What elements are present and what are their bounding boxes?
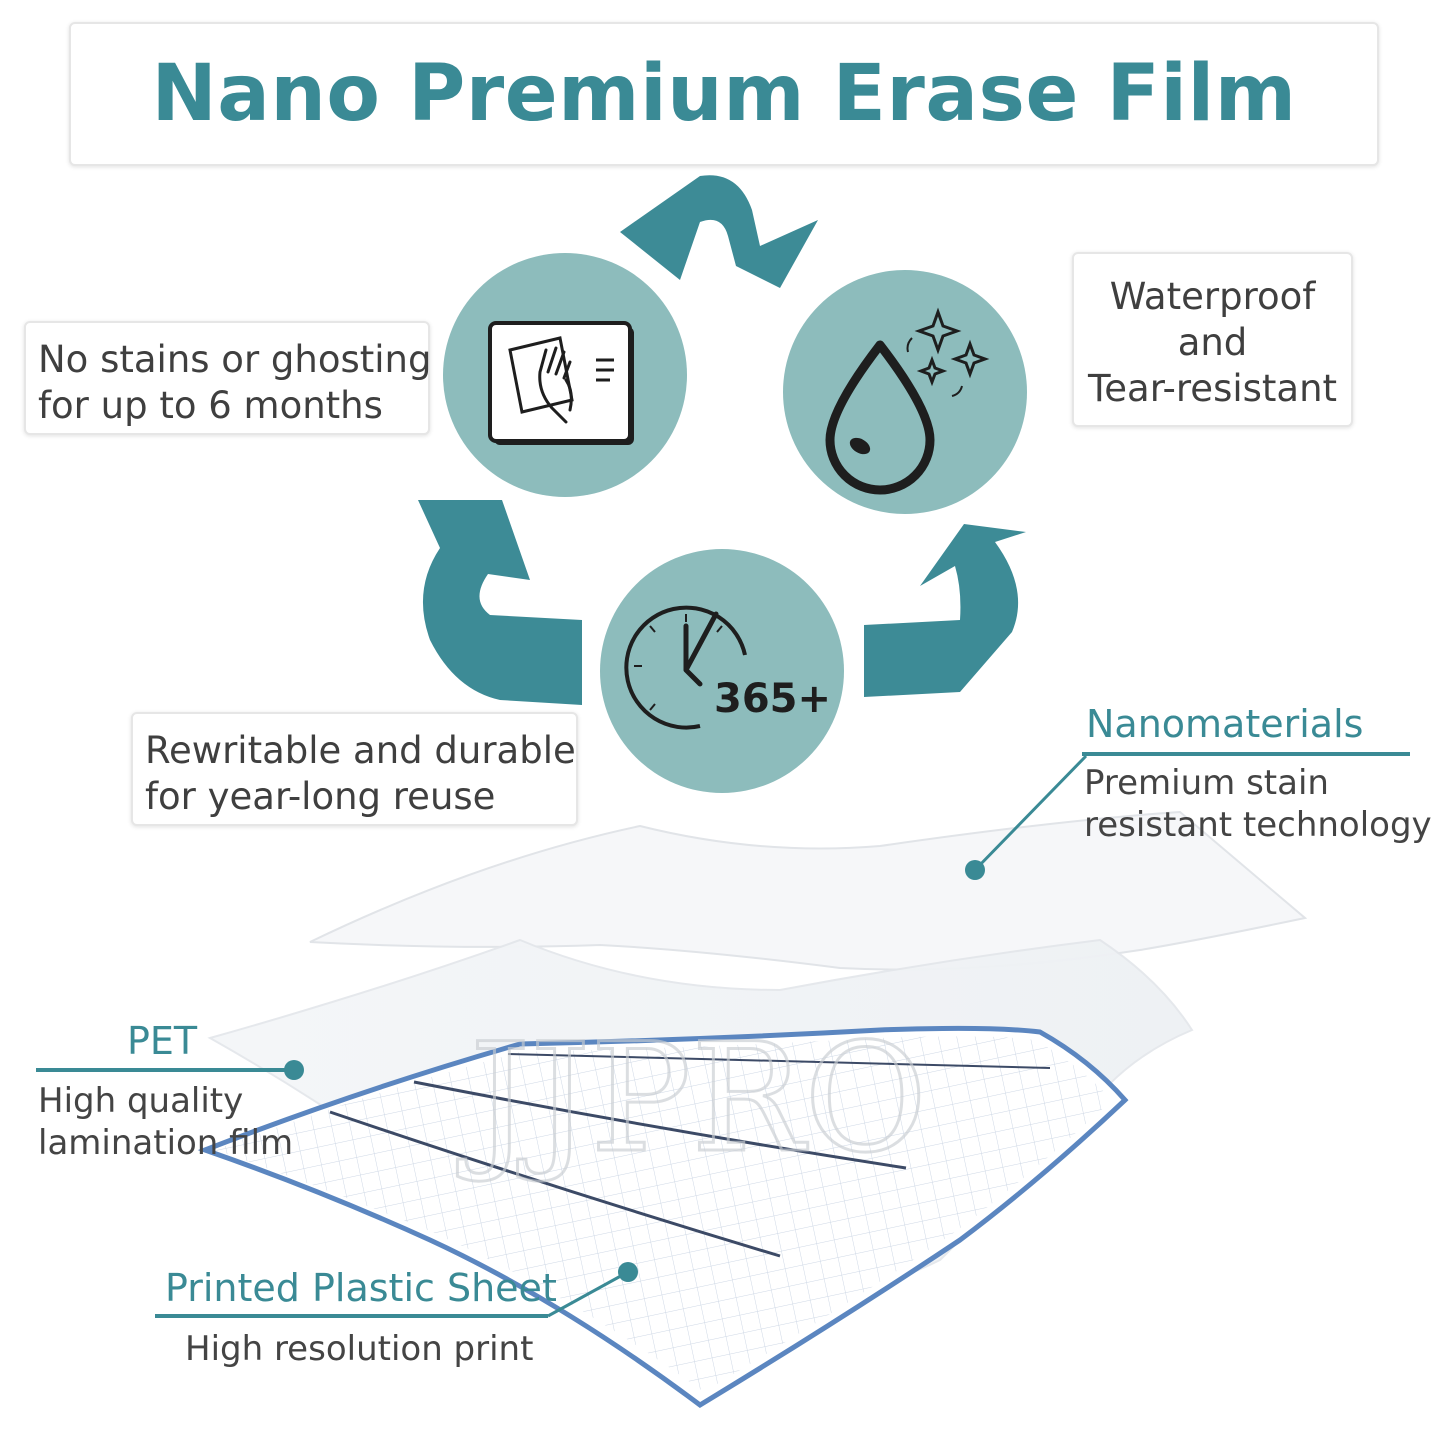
print-label-desc: High resolution print <box>185 1329 534 1369</box>
feature-stains-line-1: No stains or ghosting <box>38 338 432 381</box>
page-title: Nano Premium Erase Film <box>151 49 1297 139</box>
nano-label-title: Nanomaterials <box>1086 702 1364 746</box>
feature-reuse-line-1: Rewritable and durable <box>145 729 576 772</box>
title-box: Nano Premium Erase Film <box>69 22 1379 166</box>
nano-film <box>309 810 1308 971</box>
callouts <box>36 752 1410 1318</box>
pet-desc-line-2: lamination film <box>38 1123 294 1163</box>
pet-label-desc: High quality lamination film <box>38 1080 293 1164</box>
hand-wiping-board-icon <box>488 321 634 445</box>
watermark: JJPRO <box>457 1012 927 1186</box>
feature-waterproof-box: Waterproof and Tear-resistant <box>1072 252 1353 427</box>
clock-365-icon: 365+ <box>624 605 831 730</box>
nano-callout-dot <box>965 860 985 880</box>
nano-desc-line-2: resistant technology <box>1084 805 1432 845</box>
feature-reuse-line-2: for year-long reuse <box>145 775 496 818</box>
nano-label-desc: Premium stain resistant technology <box>1084 762 1432 846</box>
pet-desc-line-1: High quality <box>38 1081 244 1121</box>
circle-clock <box>600 549 844 793</box>
arrow-right <box>864 524 1026 697</box>
pet-callout-dot <box>284 1060 304 1080</box>
water-drop-sparkle-icon <box>825 307 990 495</box>
print-callout-dot <box>618 1262 638 1282</box>
layered-sheets: JJPRO <box>197 810 1308 1409</box>
feature-waterproof-line-1: Waterproof <box>1109 275 1316 318</box>
pet-label-title: PET <box>127 1019 198 1063</box>
cycle-arrows <box>418 175 1026 705</box>
arrow-left <box>418 500 582 705</box>
feature-reuse-box: Rewritable and durable for year-long reu… <box>131 712 578 826</box>
clock-badge: 365+ <box>714 676 831 722</box>
nano-desc-line-1: Premium stain <box>1084 763 1329 803</box>
print-label-title: Printed Plastic Sheet <box>165 1266 557 1310</box>
feature-waterproof-line-3: Tear-resistant <box>1087 367 1338 410</box>
arrow-top <box>620 175 818 288</box>
circle-water <box>783 270 1027 514</box>
feature-waterproof-line-2: and <box>1177 321 1248 364</box>
feature-stains-line-2: for up to 6 months <box>38 384 383 427</box>
feature-stains-box: No stains or ghosting for up to 6 months <box>24 321 432 435</box>
